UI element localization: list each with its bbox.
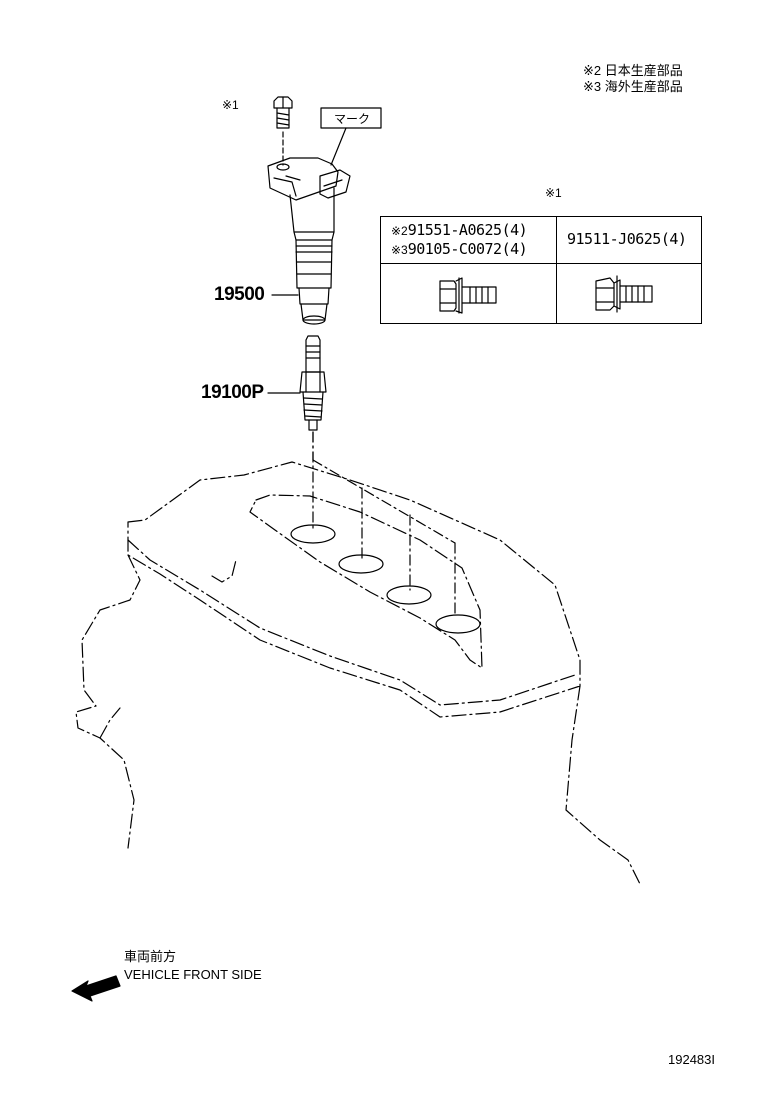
bolt-part-row-1-mark: ※2	[391, 224, 408, 238]
part-number-spark-plug[interactable]: 19100P	[201, 382, 264, 403]
bolt-ref-mark: ※1	[222, 98, 239, 112]
mark-label: マーク	[334, 112, 371, 126]
table-divider-vertical	[556, 217, 557, 323]
part-number-coil[interactable]: 19500	[214, 284, 265, 305]
front-label-jp: 車両前方	[124, 949, 177, 964]
bolt-part-row-2-mark: ※3	[391, 243, 408, 257]
diagram-id: 192483I	[668, 1052, 715, 1067]
front-label-en: VEHICLE FRONT SIDE	[124, 967, 262, 982]
note-japan-made: ※2 日本生産部品	[583, 63, 683, 78]
note-overseas-made: ※3 海外生産部品	[583, 79, 683, 94]
engine-outline	[75, 461, 641, 885]
bolt-part-right[interactable]: 91511-J0625(4)	[567, 230, 687, 248]
spark-plug	[267, 335, 327, 431]
table-ref-mark: ※1	[545, 186, 562, 200]
bolt-part-row-2-number: 90105-C0072(4)	[407, 240, 528, 258]
plug-holes	[290, 524, 481, 634]
bolt-part-row-2[interactable]: ※390105-C0072(4)	[391, 240, 528, 258]
bolt-flange-small	[439, 277, 497, 314]
mark-callout	[320, 107, 382, 166]
bolt-flange-large	[595, 275, 653, 313]
center-lines	[312, 431, 456, 616]
bolt-part-table: ※291551-A0625(4) ※390105-C0072(4) 91511-…	[380, 216, 702, 324]
ignition-coil	[267, 157, 351, 325]
bolt-part-row-1-number: 91551-A0625(4)	[407, 221, 528, 239]
table-divider-horizontal	[381, 263, 701, 264]
front-arrow-icon	[71, 975, 121, 1002]
coil-bolt	[273, 96, 293, 166]
bolt-part-row-1[interactable]: ※291551-A0625(4)	[391, 221, 528, 239]
